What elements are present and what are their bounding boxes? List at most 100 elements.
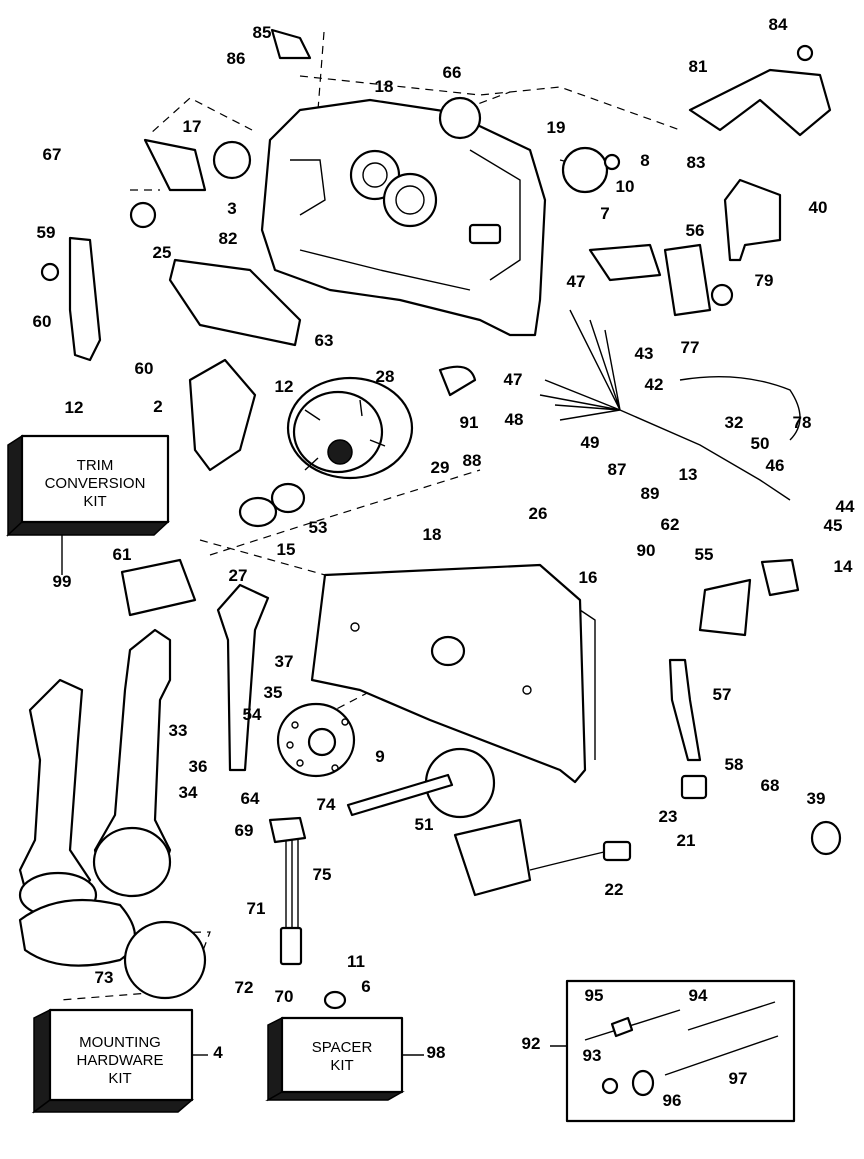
callout-74: 74 (317, 795, 336, 814)
callout-97: 97 (729, 1069, 748, 1088)
callout-78: 78 (793, 413, 812, 432)
trim-kit-line3: KIT (83, 493, 106, 510)
callout-87: 87 (608, 460, 627, 479)
mounting-kit-line1: MOUNTING (79, 1034, 161, 1051)
callout-45: 45 (824, 516, 843, 535)
control-housing-18-lower (310, 563, 596, 784)
mounting-kit-line3: KIT (108, 1070, 131, 1087)
callout-43: 43 (635, 344, 654, 363)
callout-46: 46 (766, 456, 785, 475)
callout-12: 12 (65, 398, 84, 417)
callout-67: 67 (43, 145, 62, 164)
callout-23: 23 (659, 807, 678, 826)
callout-90: 90 (637, 541, 656, 560)
callout-35: 35 (264, 683, 283, 702)
spacer-kit-line2: KIT (330, 1057, 353, 1074)
callout-88: 88 (463, 451, 482, 470)
callout-60: 60 (135, 359, 154, 378)
callout-92: 92 (522, 1034, 541, 1053)
callout-66: 66 (443, 63, 462, 82)
callout-50: 50 (751, 434, 770, 453)
callout-96: 96 (663, 1091, 682, 1110)
callout-53: 53 (309, 518, 328, 537)
bolt-kit-92-frame (565, 979, 796, 1123)
callout-47: 47 (504, 370, 523, 389)
callout-34: 34 (179, 783, 198, 802)
leader-lines (61, 535, 567, 1056)
callout-2: 2 (153, 397, 162, 416)
callout-72: 72 (235, 978, 254, 997)
callout-82: 82 (219, 229, 238, 248)
callout-13: 13 (679, 465, 698, 484)
callout-15: 15 (277, 540, 296, 559)
callout-83: 83 (687, 153, 706, 172)
callout-33: 33 (169, 721, 188, 740)
callout-8: 8 (640, 151, 649, 170)
callout-91: 91 (460, 413, 479, 432)
callout-69: 69 (235, 821, 254, 840)
small-parts (40, 28, 842, 1010)
callout-62: 62 (661, 515, 680, 534)
callout-77: 77 (681, 338, 700, 357)
callout-22: 22 (605, 880, 624, 899)
callout-21: 21 (677, 831, 696, 850)
control-handles (18, 628, 207, 1000)
callout-42: 42 (645, 375, 664, 394)
wire-harness (539, 309, 801, 501)
callout-84: 84 (769, 15, 788, 34)
callout-93: 93 (583, 1046, 602, 1065)
callout-99: 99 (53, 572, 72, 591)
callout-36: 36 (189, 757, 208, 776)
callout-18: 18 (423, 525, 442, 544)
callout-59: 59 (37, 223, 56, 242)
callout-29: 29 (431, 458, 450, 477)
spacer-kit-line1: SPACER (312, 1039, 373, 1056)
callout-51: 51 (415, 815, 434, 834)
control-housing-18-upper (260, 98, 547, 337)
mounting-hardware-kit-box: MOUNTING HARDWARE KIT (31, 1008, 195, 1114)
callout-49: 49 (581, 433, 600, 452)
trim-conversion-kit-box: TRIM CONVERSION KIT (6, 434, 170, 537)
callout-18: 18 (375, 77, 394, 96)
trim-kit-line1: TRIM (77, 457, 114, 474)
callout-98: 98 (427, 1043, 446, 1062)
callout-32: 32 (725, 413, 744, 432)
callout-48: 48 (505, 410, 524, 429)
callout-60: 60 (33, 312, 52, 331)
callout-89: 89 (641, 484, 660, 503)
callout-71: 71 (247, 899, 266, 918)
callout-16: 16 (579, 568, 598, 587)
callout-56: 56 (686, 221, 705, 240)
callout-75: 75 (313, 865, 332, 884)
callout-95: 95 (585, 986, 604, 1005)
callout-79: 79 (755, 271, 774, 290)
callout-81: 81 (689, 57, 708, 76)
callout-27: 27 (229, 566, 248, 585)
callout-73: 73 (95, 968, 114, 987)
spacer-kit-box: SPACER KIT (265, 1016, 405, 1102)
callout-94: 94 (689, 986, 708, 1005)
callout-3: 3 (227, 199, 236, 218)
trim-kit-line2: CONVERSION (45, 475, 146, 492)
callout-58: 58 (725, 755, 744, 774)
callout-6: 6 (361, 977, 370, 996)
callout-9: 9 (375, 747, 384, 766)
callout-54: 54 (243, 705, 262, 724)
callout-26: 26 (529, 504, 548, 523)
mounting-kit-line2: HARDWARE (77, 1052, 164, 1069)
callout-44: 44 (836, 497, 855, 516)
callout-19: 19 (547, 118, 566, 137)
callout-86: 86 (227, 49, 246, 68)
callout-17: 17 (183, 117, 202, 136)
callout-12: 12 (275, 377, 294, 396)
callout-70: 70 (275, 987, 294, 1006)
callout-85: 85 (253, 23, 272, 42)
callout-10: 10 (616, 177, 635, 196)
callout-14: 14 (834, 557, 853, 576)
hub-29 (286, 376, 414, 480)
callout-25: 25 (153, 243, 172, 262)
callout-63: 63 (315, 331, 334, 350)
callout-64: 64 (241, 789, 260, 808)
